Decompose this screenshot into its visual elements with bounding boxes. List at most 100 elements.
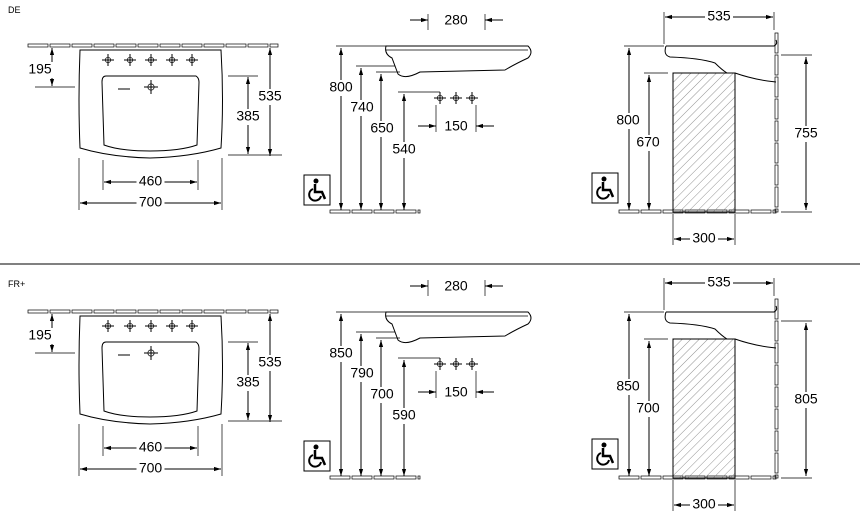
dim-tap-spacing-bg	[442, 385, 470, 401]
dim-projection-bg	[705, 9, 733, 25]
tap-cross-2	[450, 92, 462, 104]
segment	[115, 43, 137, 48]
wall-line	[27, 43, 279, 48]
tap-hole-5	[186, 320, 198, 332]
segment	[417, 475, 421, 480]
tap-hole-4	[166, 54, 178, 66]
dim-tap-depth: 195	[28, 327, 52, 343]
dim-knee-clearance: 700	[636, 400, 660, 416]
segment	[750, 475, 772, 480]
dim-tap-depth: 195	[28, 61, 52, 77]
dim-wall-height: 755	[794, 125, 818, 141]
dim-wall-height-bg	[792, 126, 820, 142]
wheelchair-accessible-icon	[303, 174, 331, 206]
dim-height-rim-bg	[327, 80, 355, 96]
hole	[147, 349, 155, 357]
segment	[27, 43, 49, 48]
segment	[71, 309, 93, 314]
segment	[203, 309, 225, 314]
icon-frame	[591, 172, 619, 204]
hole	[452, 360, 460, 368]
body	[313, 450, 327, 466]
hole	[104, 56, 112, 64]
wheel	[308, 454, 322, 468]
segment	[640, 209, 662, 214]
basin-profile	[664, 39, 778, 83]
drain	[144, 80, 158, 94]
dim-bowl-depth-bg	[234, 109, 262, 125]
segment	[774, 342, 779, 364]
segment	[774, 386, 779, 408]
tap-cross-3	[466, 358, 478, 370]
wheelchair-accessible-icon	[591, 438, 619, 470]
panel-label: DE	[8, 5, 21, 15]
dim-width-top: 280	[444, 12, 468, 28]
segment	[93, 43, 115, 48]
segment	[395, 209, 417, 214]
dim-height-rim-bg	[614, 113, 642, 129]
segment	[772, 209, 777, 214]
hole	[452, 94, 460, 102]
dim-bowl-width: 460	[139, 173, 163, 189]
hole	[188, 56, 196, 64]
head	[313, 444, 319, 450]
dim-wall-height: 805	[794, 391, 818, 407]
hole	[168, 56, 176, 64]
segment	[49, 43, 71, 48]
dim-total-width-bg	[136, 461, 165, 477]
segment	[774, 120, 779, 142]
tap-cross-2	[450, 358, 462, 370]
segment	[774, 408, 779, 430]
hole	[168, 322, 176, 330]
segment	[247, 43, 269, 48]
dim-height-trap-bg	[390, 408, 418, 424]
wheel	[596, 186, 610, 200]
body	[601, 448, 615, 464]
dim-knee-clearance-bg	[634, 135, 662, 151]
segment	[774, 320, 779, 342]
segment	[774, 142, 779, 164]
icon-frame	[303, 174, 331, 206]
segment	[27, 309, 49, 314]
dim-width-top-bg	[442, 279, 470, 295]
segment	[774, 364, 779, 386]
hole	[468, 360, 476, 368]
body	[601, 182, 615, 198]
segment	[417, 209, 421, 214]
dim-knee-clearance-bg	[634, 401, 662, 417]
dim-bowl-width-bg	[136, 174, 165, 190]
tap-cross-1	[434, 358, 446, 370]
dim-width-top-bg	[442, 13, 470, 29]
dim-bowl-depth: 385	[236, 374, 260, 390]
body	[313, 184, 327, 200]
hole	[188, 322, 196, 330]
dim-height-bowl: 700	[370, 386, 394, 402]
dim-knee-depth: 300	[692, 496, 716, 512]
segment	[351, 475, 373, 480]
dim-total-width: 700	[139, 460, 163, 476]
dim-tap-spacing-bg	[442, 119, 470, 135]
dim-height-rim: 800	[616, 112, 640, 128]
segment	[181, 309, 203, 314]
dim-height-rim: 800	[329, 79, 353, 95]
dim-tap-depth-bg	[26, 62, 54, 78]
segment	[772, 475, 777, 480]
hole	[104, 322, 112, 330]
tap-hole-5	[186, 54, 198, 66]
tap-cross-3	[466, 92, 478, 104]
segment	[181, 43, 203, 48]
dim-projection-bg	[705, 275, 733, 291]
dim-total-depth-bg	[256, 89, 284, 105]
dim-height-bowl: 650	[370, 120, 394, 136]
wheel	[596, 452, 610, 466]
floor-line	[329, 475, 421, 480]
dim-width-top: 280	[444, 278, 468, 294]
segment	[49, 309, 71, 314]
tap-hole-1	[102, 54, 114, 66]
hole	[126, 322, 134, 330]
segment	[640, 475, 662, 480]
basin-outline	[78, 315, 223, 425]
